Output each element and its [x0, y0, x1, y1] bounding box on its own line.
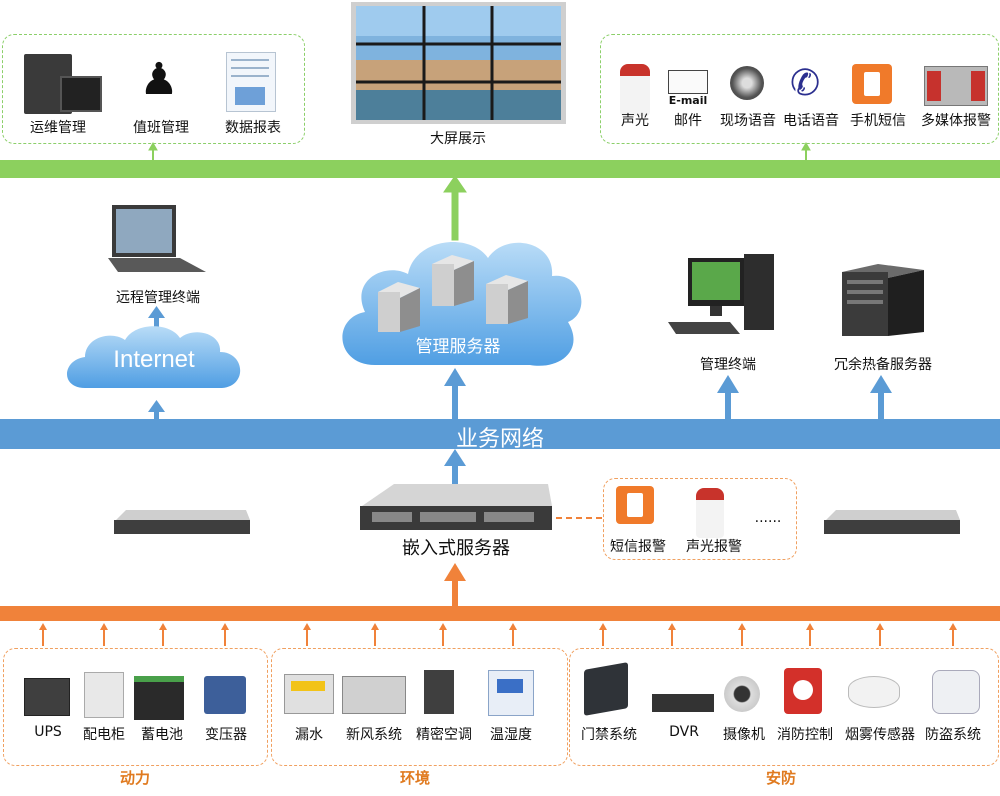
- label-smoke-sensor: 烟雾传感器: [845, 727, 915, 743]
- top-left-box: [2, 34, 305, 144]
- internet-cloud-label: Internet: [113, 346, 195, 373]
- blue-arrows: [148, 306, 892, 484]
- siren-icon: [620, 64, 650, 116]
- business-network-label: 业务网络: [455, 427, 544, 452]
- email-icon: [668, 70, 708, 94]
- mgmt-server-label: 管理服务器: [415, 337, 501, 357]
- label-video-wall: 大屏展示: [430, 131, 486, 147]
- orange-arrows: [39, 517, 957, 646]
- phone-icon: ✆: [790, 63, 821, 104]
- multimedia-stereo-icon: [924, 66, 988, 106]
- label-mobile-sms: 手机短信: [850, 113, 906, 129]
- label-access-control: 门禁系统: [581, 727, 637, 743]
- dvr-icon: [652, 694, 714, 712]
- security-group-box: [569, 648, 999, 766]
- sound-light-alarm-icon: [696, 488, 724, 538]
- fire-control-icon: [784, 668, 822, 714]
- orange-bus: [0, 606, 1000, 621]
- label-duty-management: 值班管理: [133, 120, 189, 136]
- smoke-sensor-icon: [848, 676, 900, 708]
- laptop-drawing: [108, 205, 206, 272]
- label-sound-light: 声光: [621, 113, 649, 129]
- label-ops-management: 运维管理: [30, 120, 86, 136]
- embedded-alarm-box: [603, 478, 797, 560]
- video-wall-drawing: [351, 2, 566, 124]
- transformer-icon: [204, 676, 246, 714]
- label-sound-light-alarm: 声光报警: [686, 539, 742, 555]
- label-mgmt-terminal: 管理终端: [700, 357, 756, 373]
- power-group-box: [3, 648, 268, 766]
- environment-group-name: 环境: [399, 769, 430, 787]
- environment-group-box: [271, 648, 568, 766]
- mobile-sms-icon: [852, 64, 892, 104]
- power-group-name: 动力: [119, 769, 150, 787]
- mgmt-cloud-shape: [342, 242, 582, 366]
- label-multimedia-alarm: 多媒体报警: [921, 113, 991, 129]
- tower-server-drawing: [842, 264, 924, 336]
- green-arrows: [148, 141, 811, 241]
- blue-bus: [0, 419, 1000, 449]
- label-data-report: 数据报表: [225, 120, 281, 136]
- internet-cloud-shape: [66, 326, 241, 388]
- label-temp-humidity: 温湿度: [490, 727, 532, 743]
- sms-alarm-icon: [616, 486, 654, 524]
- label-remote-terminal: 远程管理终端: [116, 290, 200, 306]
- anti-theft-icon: [932, 670, 980, 714]
- label-precision-ac: 精密空调: [416, 727, 472, 743]
- label-distribution-cabinet: 配电柜: [83, 727, 125, 743]
- alarm-methods-box: [600, 34, 999, 144]
- desktop-drawing: [668, 254, 774, 334]
- label-camera: 摄像机: [723, 727, 765, 743]
- fresh-air-icon: [342, 676, 406, 714]
- security-group-name: 安防: [765, 769, 796, 787]
- rack-servers-drawing: [114, 484, 960, 534]
- label-transformer: 变压器: [205, 727, 247, 743]
- label-water-leak: 漏水: [295, 727, 323, 743]
- access-control-icon: [584, 662, 628, 716]
- email-icon-text: E-mail: [668, 94, 708, 107]
- report-icon: [226, 52, 276, 112]
- green-bus: [0, 160, 1000, 178]
- ups-icon: [24, 678, 70, 716]
- label-anti-theft: 防盗系统: [925, 727, 981, 743]
- label-redundant-server: 冗余热备服务器: [834, 357, 932, 373]
- label-fresh-air: 新风系统: [346, 727, 402, 743]
- people-icon: ♟: [139, 54, 179, 105]
- precision-ac-icon: [424, 670, 454, 714]
- camera-icon: [724, 676, 760, 712]
- embedded-alarm-more: ......: [754, 510, 782, 526]
- label-dvr: DVR: [669, 724, 699, 740]
- label-fire-control: 消防控制: [777, 727, 833, 743]
- label-phone-voice: 电话语音: [783, 113, 839, 129]
- battery-icon: [134, 676, 184, 720]
- speaker-icon: [730, 66, 764, 100]
- label-email: 邮件: [674, 113, 702, 129]
- label-onsite-voice: 现场语音: [720, 113, 776, 129]
- temp-humidity-icon: [488, 670, 534, 716]
- label-ups: UPS: [34, 724, 62, 740]
- embedded-server-label: 嵌入式服务器: [402, 538, 510, 559]
- ops-monitor-icon: [60, 76, 102, 112]
- label-sms-alarm: 短信报警: [610, 539, 666, 555]
- distribution-cabinet-icon: [84, 672, 124, 718]
- water-leak-icon: [284, 674, 334, 714]
- label-battery: 蓄电池: [141, 727, 183, 743]
